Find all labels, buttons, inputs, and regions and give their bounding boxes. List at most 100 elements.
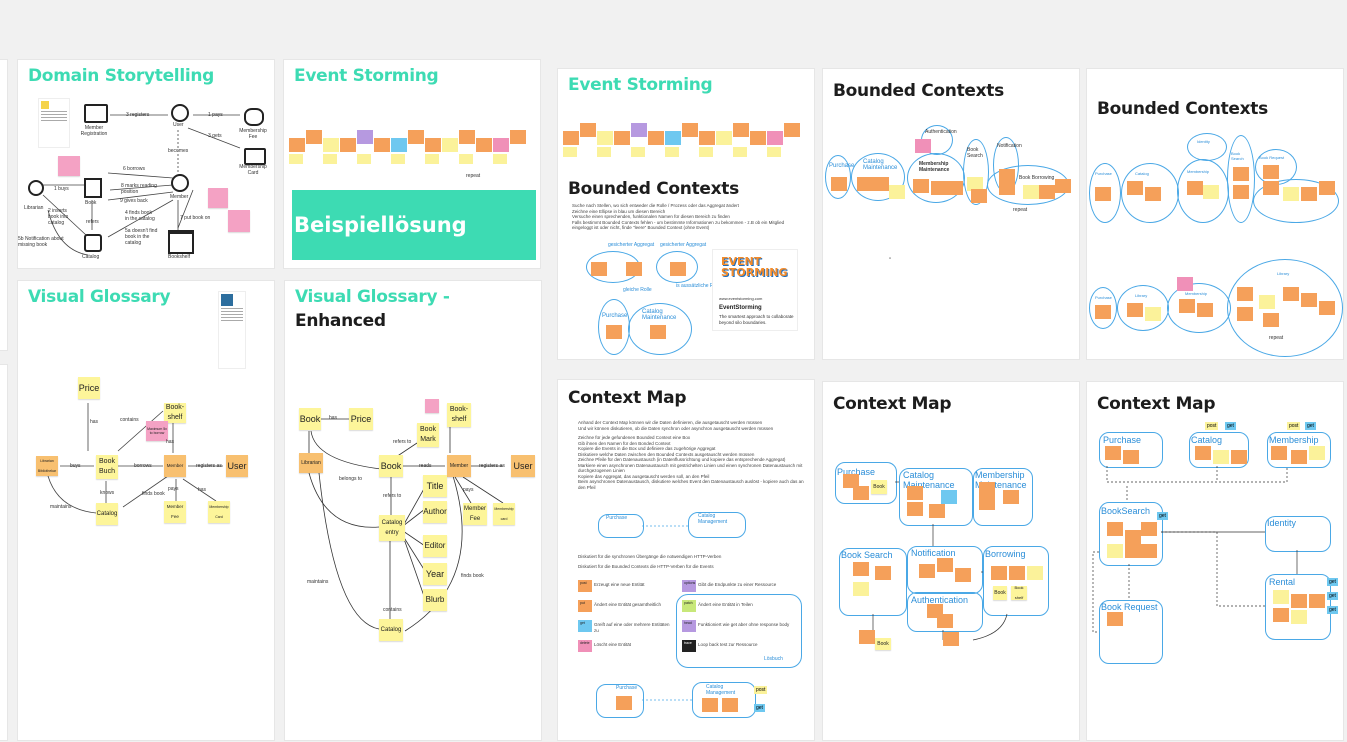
edge-label: registers as: [196, 463, 222, 469]
bookshelf-label: Bookshelf: [168, 254, 190, 260]
frame-context-map-1[interactable]: Context Map Anhand der Context Map könne…: [558, 380, 814, 740]
frame-domain-storytelling[interactable]: Domain Storytelling Member Registration: [18, 60, 274, 268]
context-box-purchase-bottom: [596, 684, 644, 718]
node-price: Price: [78, 377, 100, 399]
activity-label: 2 inserts book into catalog: [48, 208, 69, 226]
sticky-note: [947, 181, 963, 195]
http-verb-description: Greift auf eine oder mehrere Entitäten z…: [594, 622, 670, 633]
node-membership-card: Membership card: [493, 503, 515, 525]
frame-title: Bounded Contexts: [1097, 99, 1268, 119]
event-sticky: [702, 698, 718, 712]
context-box: [1099, 502, 1163, 566]
frame-context-map-2[interactable]: Context Map Purchase Catalog Maintenance…: [823, 382, 1079, 740]
context-box: [1099, 600, 1163, 664]
context-label: Catalog Maintenance: [863, 159, 898, 171]
sticky-note: [459, 154, 473, 164]
sticky-note: [459, 130, 475, 144]
sticky-note: [937, 558, 953, 572]
http-verb-tag: get: [1305, 422, 1316, 430]
sticky-note: [1263, 165, 1279, 179]
instruction-line: Gib ihnen den Namen für den Bonded Conte…: [578, 440, 671, 446]
http-verb-tag: get: [1327, 606, 1338, 614]
context-label: Catalog Management: [706, 684, 736, 696]
event-sticky: [626, 262, 642, 276]
frame-visual-glossary[interactable]: Visual Glossary Price Book-shelf Maximum…: [18, 281, 274, 740]
frame-event-storming-main[interactable]: Event Storming Bounded Contexts Suche na…: [558, 69, 814, 359]
context-box-catalog-bottom: [692, 682, 756, 718]
event-strip: [289, 120, 534, 180]
context-box: [899, 468, 973, 526]
user-icon: [171, 104, 189, 122]
diagram-label: gesicherter Aggregat: [660, 242, 707, 248]
context-oval: [851, 153, 905, 201]
instructions: Anhand der Context Map können wir die Da…: [578, 420, 806, 490]
sticky-note: [1105, 446, 1121, 460]
http-verb-tag: get: [1327, 592, 1338, 600]
sticky-note: [1203, 185, 1219, 199]
repeat-label: repeat: [466, 173, 481, 179]
catalog-icon: [84, 234, 102, 252]
frame-bounded-contexts-1[interactable]: Bounded Contexts Purchase Catalog Mainte…: [823, 69, 1079, 359]
node-book-mark: Book Mark: [417, 423, 439, 447]
book-sticky: Book: [993, 586, 1007, 600]
frame-event-storming-small[interactable]: Event Storming repeat Beispiellösung: [284, 60, 540, 268]
context-label: Book Search: [967, 147, 983, 159]
member-registration-label: Member Registration: [80, 125, 108, 137]
sticky-note: [999, 181, 1015, 195]
context-box: [983, 546, 1049, 616]
sticky-note: [442, 138, 458, 152]
context-label: BookSearch: [1101, 506, 1151, 516]
eventstorming-card[interactable]: EVENT STORMING www.eventstorming.com Eve…: [712, 249, 798, 331]
sticky-note: [889, 185, 905, 199]
sticky-note: [1259, 295, 1275, 309]
context-oval: [963, 139, 989, 205]
sticky-note: [1055, 179, 1071, 193]
activity-label: 5b Notification about missing book: [18, 236, 64, 248]
http-verb-tag: post: [1287, 422, 1301, 430]
http-verb-chip: delete: [578, 640, 592, 652]
event-strip: [563, 121, 808, 176]
book-sticky: Book shelf: [1011, 585, 1027, 600]
sticky-note: [374, 138, 390, 152]
frame-title-line2: Enhanced: [295, 311, 386, 331]
http-verb-chip: post: [578, 580, 592, 592]
edge-label: contains: [383, 607, 402, 613]
edge-label: maintains: [307, 579, 329, 585]
sticky-note: [1009, 566, 1025, 580]
frame-bounded-contexts-2[interactable]: Bounded Contexts Identity Book Search Bo…: [1087, 69, 1343, 359]
context-box-catalog: [688, 512, 746, 538]
frame-context-map-3[interactable]: Context Map Purchase Catalog Membership …: [1087, 382, 1343, 740]
context-label: Purchase: [616, 685, 638, 691]
context-label: Library: [1135, 293, 1148, 298]
sticky-note: [323, 138, 339, 152]
frame-visual-glossary-enhanced[interactable]: Visual Glossary - Enhanced Book Price Bo: [285, 281, 541, 740]
eventstorming-body: The smartest approach to collaborate bey…: [719, 314, 794, 325]
sticky-cluster: [823, 382, 1079, 740]
legend-card: [38, 98, 70, 148]
node-user: User: [226, 455, 248, 477]
context-box: [1189, 432, 1249, 468]
edge-label: has: [329, 415, 338, 421]
sticky-note: [665, 131, 681, 145]
context-label: Rental: [1269, 577, 1296, 587]
frame-title: Context Map: [1097, 394, 1216, 414]
instruction-line: Diskutiere welche Daten zwischen den Bou…: [578, 451, 755, 457]
node-editor: Editor: [423, 535, 447, 557]
http-verb-description: Erzeugt eine neue Entität: [594, 582, 645, 587]
context-label: Authentication: [925, 129, 957, 135]
sticky-cluster: [1087, 69, 1343, 359]
storytelling-arrows: [42, 114, 241, 256]
edge-label: reads: [419, 463, 432, 469]
context-label: Purchase: [1095, 295, 1112, 300]
context-label: Notification: [997, 143, 1022, 149]
http-verb-tag: post: [1205, 422, 1219, 430]
http-verb-tag: get: [1157, 512, 1168, 520]
event-sticky: [591, 262, 607, 276]
sticky-note: [306, 130, 322, 144]
http-verb-description: Funktioniert wie get aber ohne response …: [698, 622, 790, 627]
sticky-note: [991, 566, 1007, 580]
eventstorming-heading: EventStorming: [719, 305, 762, 311]
instruction-line: Kopiere die Events in die Box und defini…: [578, 446, 716, 451]
sticky-cluster: [1087, 382, 1343, 740]
sticky-note: [716, 131, 732, 145]
